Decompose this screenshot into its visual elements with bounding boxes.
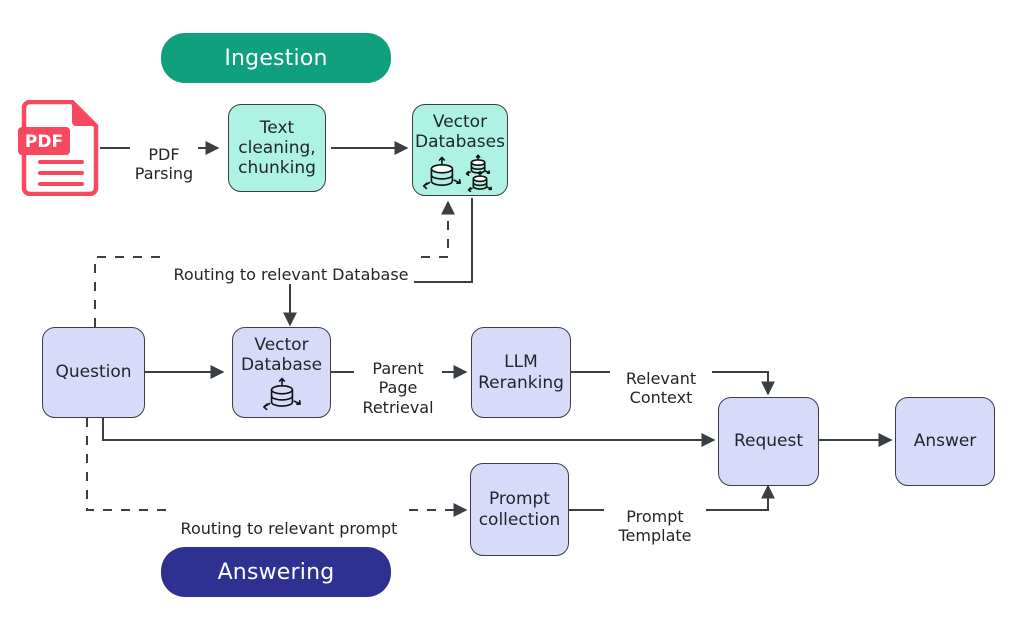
node-llm-reranking[interactable]: LLM Reranking bbox=[471, 327, 571, 418]
node-request[interactable]: Request bbox=[718, 397, 819, 486]
node-vector-database[interactable]: Vector Database bbox=[232, 327, 331, 418]
badge-ingestion-label: Ingestion bbox=[224, 45, 328, 71]
node-request-label: Request bbox=[733, 431, 804, 452]
node-prompt-collection[interactable]: Prompt collection bbox=[470, 463, 569, 556]
edge-label-routing-to-relevant-prompt: Routing to relevant prompt bbox=[172, 500, 406, 539]
edge-routing-to-relevant-prompt bbox=[86, 418, 468, 517]
edge-label-relevant-context: Relevant Context bbox=[610, 350, 712, 408]
edge-label-pdf-parsing: PDF Parsing bbox=[130, 126, 198, 184]
node-text-cleaning-label: Text cleaning, chunking bbox=[238, 117, 316, 179]
database-cylinder-icon bbox=[257, 377, 307, 413]
edge-label-parent-page-retrieval: Parent Page Retrieval bbox=[354, 340, 442, 417]
pdf-file-icon: PDF bbox=[18, 100, 102, 196]
edge-label-routing-to-relevant-database: Routing to relevant Database bbox=[168, 246, 414, 285]
edge-label-prompt-template: Prompt Template bbox=[604, 488, 706, 546]
badge-ingestion: Ingestion bbox=[161, 33, 391, 83]
edge-routing-to-relevant-database bbox=[94, 200, 455, 327]
node-prompt-collection-label: Prompt collection bbox=[478, 489, 561, 530]
node-vector-databases-label: Vector Databases bbox=[415, 112, 505, 153]
node-question[interactable]: Question bbox=[42, 327, 145, 418]
pdf-badge-label: PDF bbox=[25, 132, 63, 152]
three-database-cylinders-icon bbox=[419, 154, 501, 194]
node-vector-database-label: Vector Database bbox=[240, 335, 323, 376]
node-answer-label: Answer bbox=[913, 431, 977, 452]
badge-answering: Answering bbox=[161, 547, 391, 597]
badge-answering-label: Answering bbox=[217, 559, 335, 585]
edge-question-to-request bbox=[102, 418, 716, 447]
node-llm-reranking-label: LLM Reranking bbox=[478, 352, 564, 393]
node-text-cleaning[interactable]: Text cleaning, chunking bbox=[228, 104, 326, 192]
node-vector-databases[interactable]: Vector Databases bbox=[412, 104, 508, 196]
edge-relevantcontext-to-request bbox=[703, 371, 775, 396]
node-answer[interactable]: Answer bbox=[895, 397, 995, 486]
node-question-label: Question bbox=[55, 362, 132, 383]
edge-prompttemplate-to-request bbox=[703, 484, 775, 511]
